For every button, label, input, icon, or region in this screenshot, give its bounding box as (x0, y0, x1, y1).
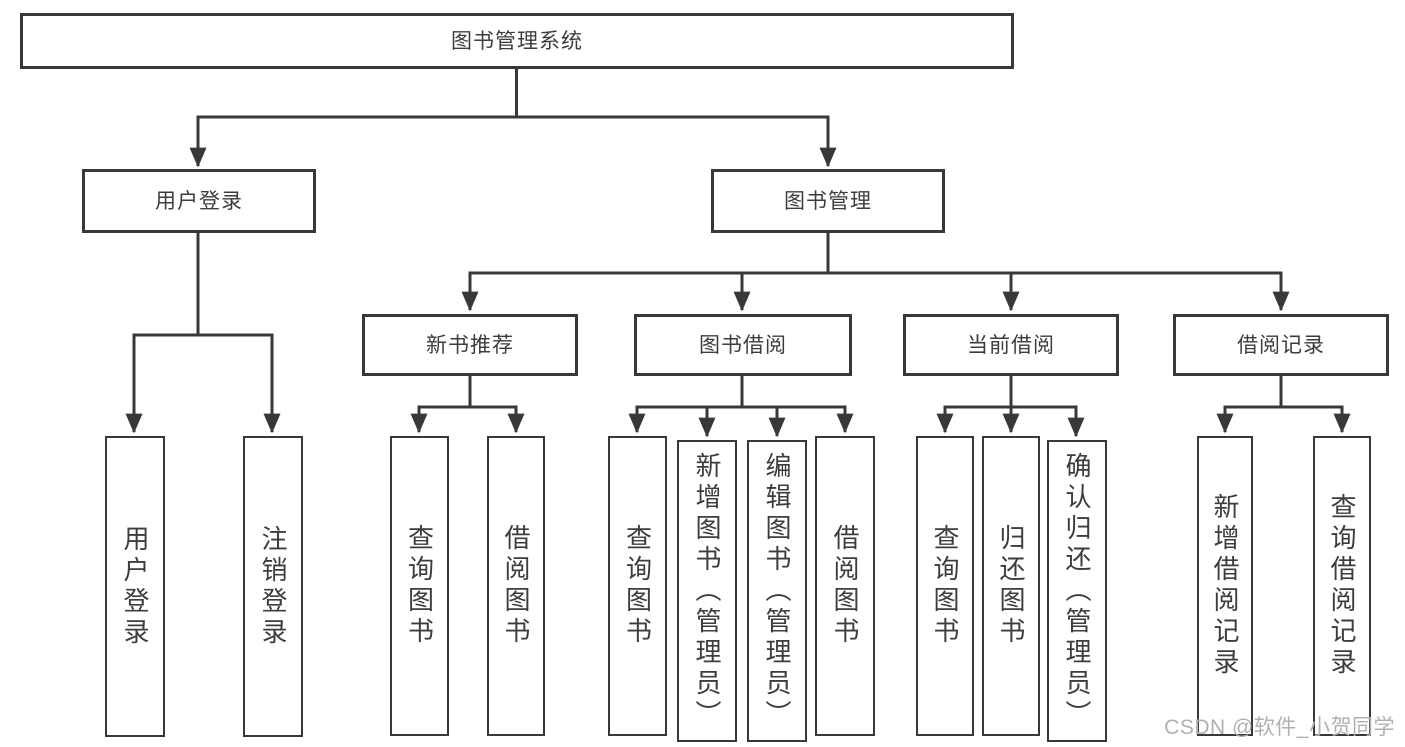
node-borrow-records: 借阅记录 (1173, 314, 1389, 376)
node-book-borrow: 图书借阅 (634, 314, 852, 376)
node-nb-borrow-book-label: 借阅图书 (501, 524, 531, 648)
node-logout: 注销登录 (243, 436, 303, 737)
node-br-add-record-label: 新增借阅记录 (1210, 493, 1240, 679)
node-cb-query-book-label: 查询图书 (930, 524, 960, 648)
node-cb-confirm-return-label: 确认归还（管理员） (1062, 451, 1092, 731)
node-bb-add-book: 新增图书（管理员） (677, 440, 737, 742)
node-current-borrow: 当前借阅 (903, 314, 1119, 376)
node-br-add-record: 新增借阅记录 (1197, 436, 1253, 736)
node-nb-borrow-book: 借阅图书 (487, 436, 545, 736)
node-nb-query-book-label: 查询图书 (404, 524, 435, 648)
node-bb-borrow-book: 借阅图书 (815, 436, 875, 736)
node-bb-edit-book-label: 编辑图书（管理员） (762, 451, 792, 731)
node-user-login-label: 用户登录 (120, 524, 150, 649)
node-new-book-recommend: 新书推荐 (362, 314, 578, 376)
node-bb-add-book-label: 新增图书（管理员） (692, 451, 722, 731)
node-cb-return-book-label: 归还图书 (996, 524, 1026, 648)
node-book-management-branch: 图书管理 (711, 169, 945, 233)
node-logout-label: 注销登录 (258, 524, 288, 649)
node-user-login-branch: 用户登录 (82, 169, 316, 233)
node-cb-return-book: 归还图书 (982, 436, 1040, 736)
node-root-system: 图书管理系统 (20, 13, 1014, 69)
node-user-login: 用户登录 (105, 436, 165, 737)
node-nb-query-book: 查询图书 (390, 436, 449, 736)
node-cb-confirm-return: 确认归还（管理员） (1047, 440, 1107, 742)
node-br-query-record: 查询借阅记录 (1313, 436, 1371, 736)
node-cb-query-book: 查询图书 (916, 436, 974, 736)
node-bb-query-book-label: 查询图书 (622, 524, 653, 648)
node-bb-edit-book: 编辑图书（管理员） (747, 440, 807, 742)
node-br-query-record-label: 查询借阅记录 (1327, 493, 1357, 679)
node-bb-query-book: 查询图书 (608, 436, 667, 736)
node-bb-borrow-book-label: 借阅图书 (830, 524, 860, 648)
